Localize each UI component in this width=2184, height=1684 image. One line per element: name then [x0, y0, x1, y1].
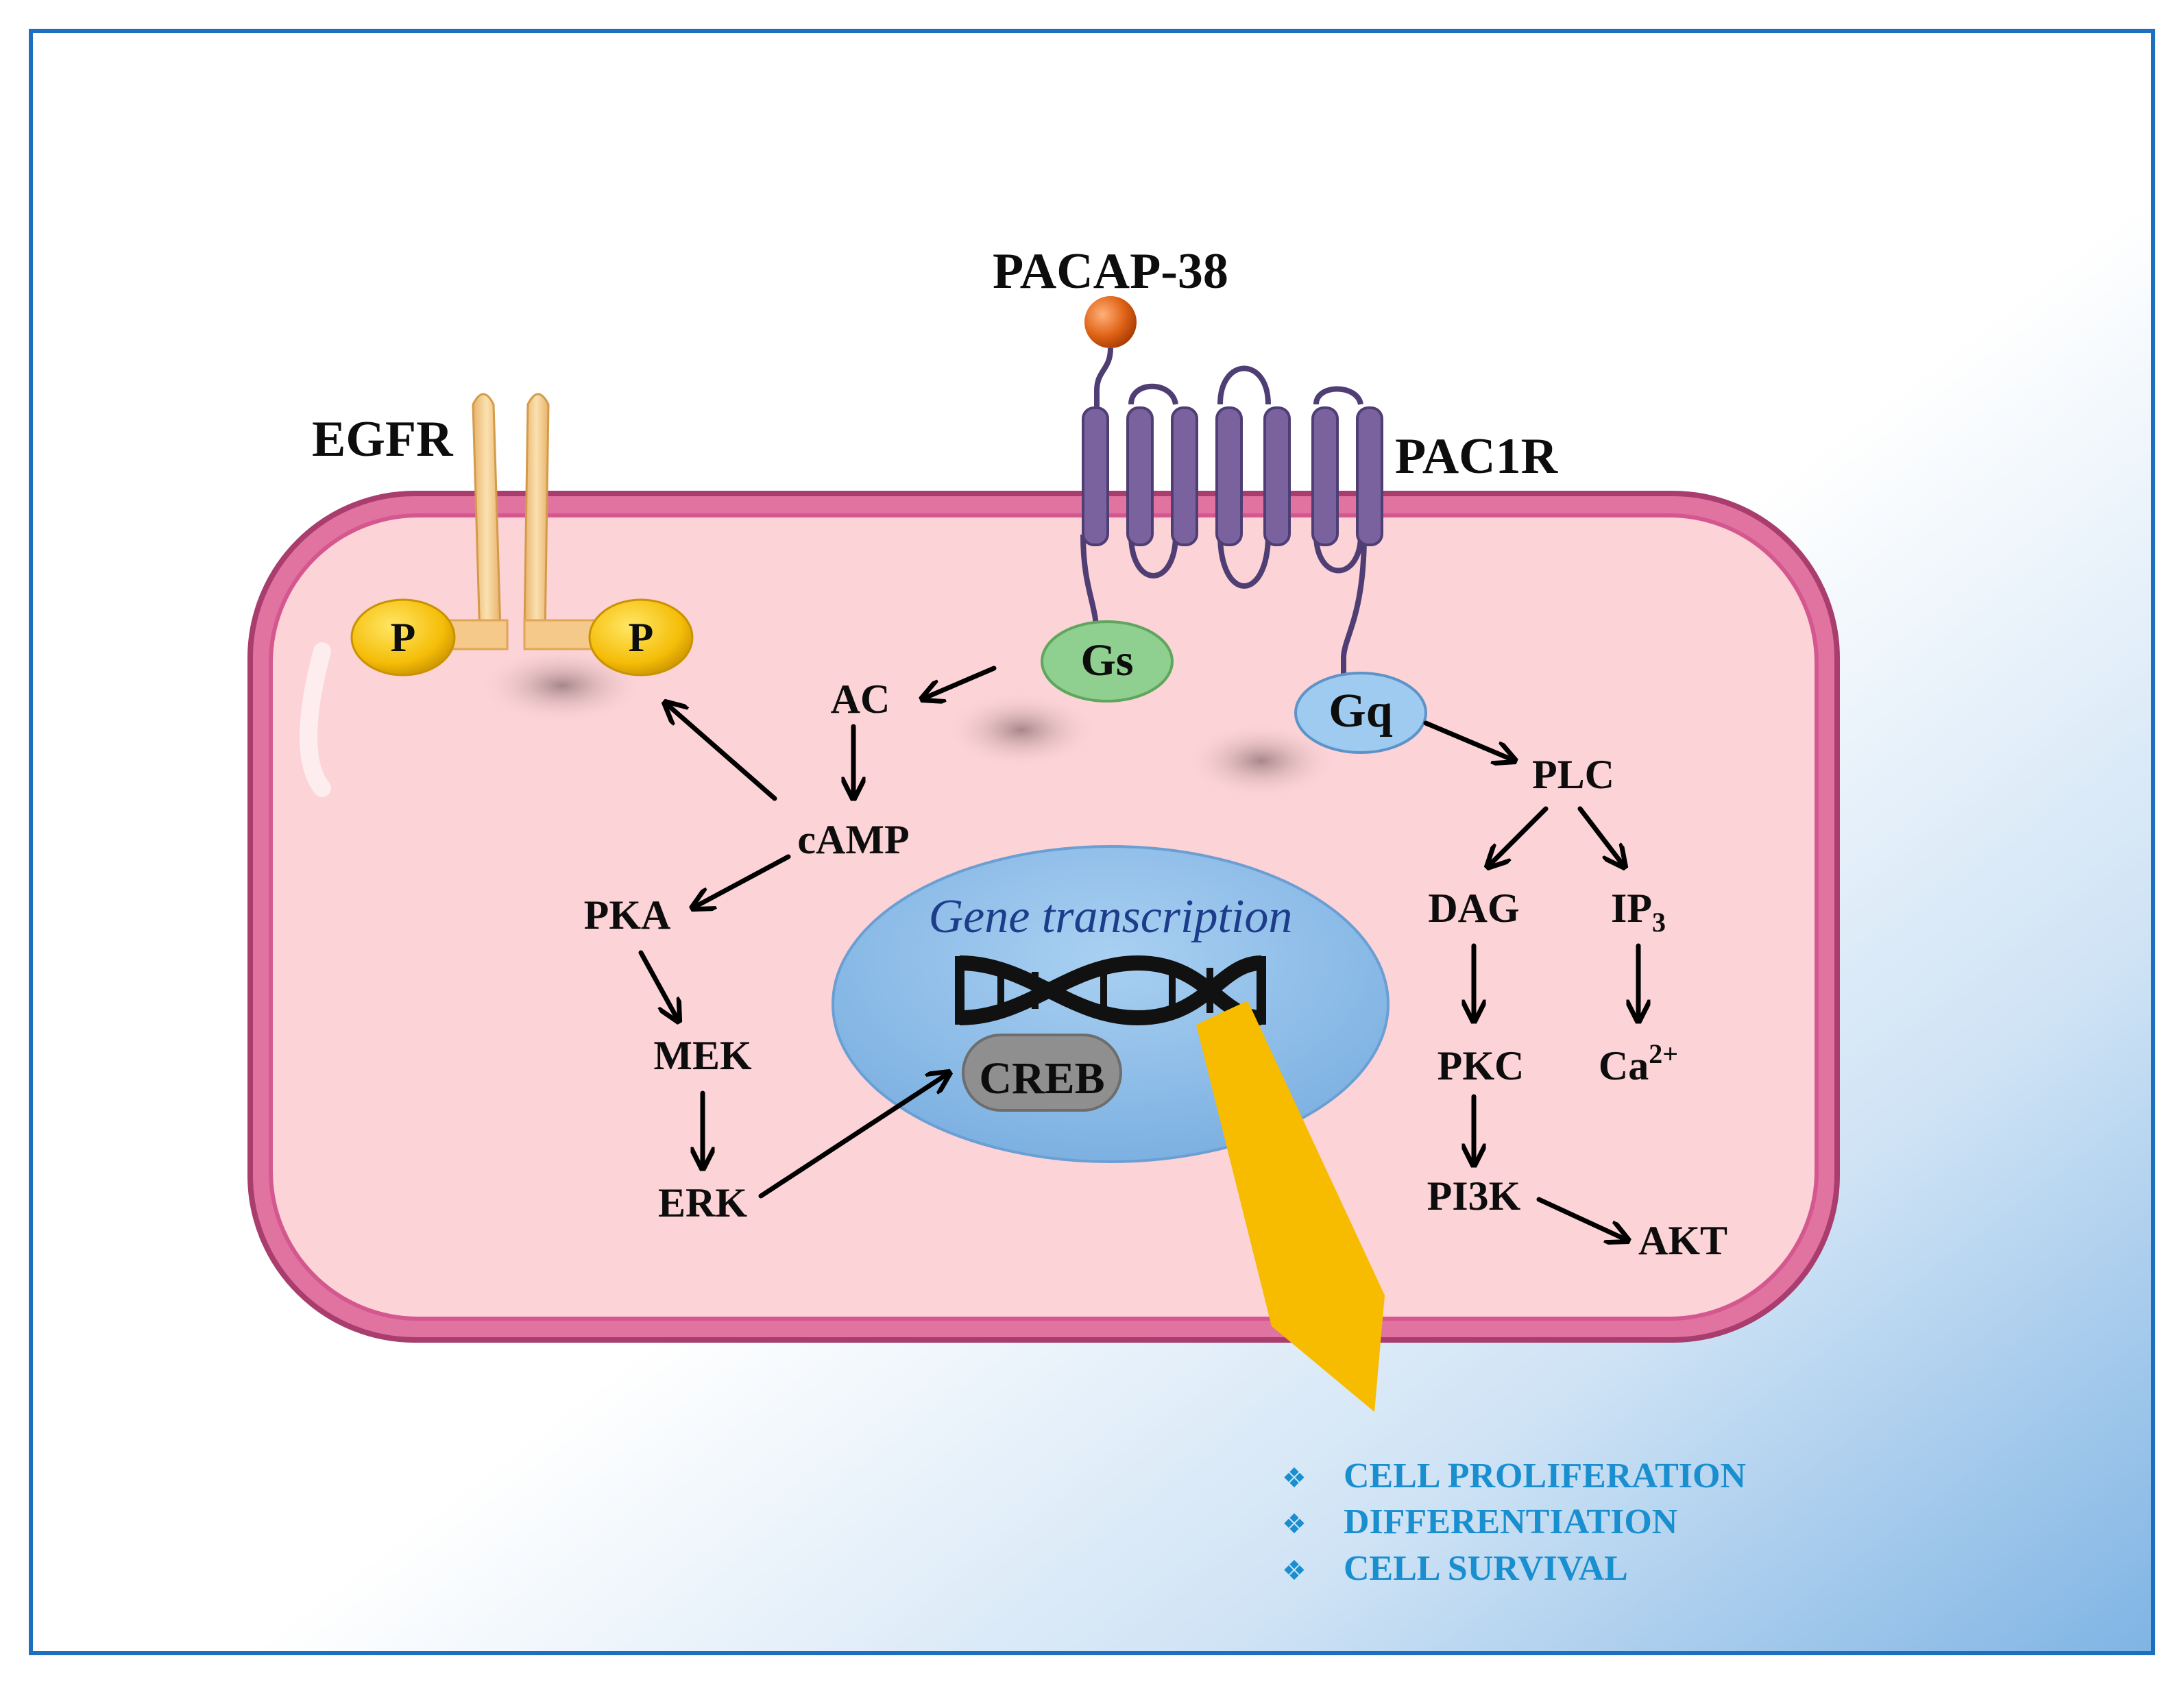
ac-label: AC [831, 676, 890, 722]
phospho-right-icon [588, 598, 694, 676]
plc-label: PLC [1532, 752, 1614, 797]
outcome-item-1: CELL PROLIFERATION [1344, 1456, 1746, 1496]
outcome-bullet-1: ❖ [1282, 1463, 1307, 1494]
arrow-gs-to-ac [922, 666, 997, 699]
dag-label: DAG [1428, 886, 1519, 931]
creb-label: CREB [979, 1053, 1104, 1103]
pacap-label: PACAP-38 [993, 243, 1228, 300]
pacap-ligand-icon [1084, 296, 1137, 348]
arrow-gq-to-plc [1423, 720, 1515, 761]
pathway-arrows [638, 666, 1638, 1241]
akt-label: AKT [1638, 1218, 1727, 1263]
ip3-label: IP3 [1611, 886, 1666, 938]
pi3k-label: PI3K [1427, 1173, 1521, 1219]
arrow-pka-to-mek [638, 950, 679, 1021]
arrow-camp-to-pka [692, 854, 791, 908]
pac1r-label: PAC1R [1395, 428, 1559, 485]
dna-helix-icon [955, 955, 1266, 1026]
outcome-item-3: CELL SURVIVAL [1344, 1549, 1628, 1588]
arrow-pi3k-to-akt [1536, 1197, 1628, 1241]
erk-label: ERK [658, 1180, 747, 1225]
frame-border [29, 29, 2155, 1655]
phospho-left-icon [350, 598, 456, 676]
outcome-bullet-3: ❖ [1282, 1555, 1307, 1587]
ca-main: Ca [1599, 1043, 1649, 1088]
phospho-left-label: P [391, 615, 416, 660]
arrow-erk-to-creb [758, 1073, 949, 1199]
shadow-gq [1186, 723, 1337, 798]
mek-label: MEK [653, 1033, 752, 1078]
outcome-bullet-2: ❖ [1282, 1509, 1307, 1540]
creb-box [962, 1034, 1122, 1112]
pkc-label: PKC [1437, 1043, 1525, 1088]
egfr-label: EGFR [312, 411, 454, 467]
pac1r-receptor [1080, 347, 1383, 675]
shadow-gs [946, 692, 1097, 768]
egfr-receptor [430, 393, 608, 650]
ip3-subscript: 3 [1652, 907, 1666, 938]
gq-protein-icon [1294, 672, 1427, 754]
outcomes-list: ❖ CELL PROLIFERATION ❖ DIFFERENTIATION ❖… [1282, 1456, 1746, 1588]
phospho-right-label: P [629, 615, 654, 660]
pka-label: PKA [584, 892, 671, 938]
arrow-plc-to-ip3 [1577, 806, 1625, 867]
arrow-plc-to-dag [1488, 806, 1549, 867]
gq-label: Gq [1328, 685, 1392, 737]
shadow-egfr [480, 648, 644, 723]
gs-label: Gs [1080, 635, 1133, 685]
output-arrow-icon [1196, 1001, 1385, 1412]
ip3-main: IP [1611, 886, 1652, 931]
gs-protein-icon [1041, 620, 1174, 703]
outcome-item-2: DIFFERENTIATION [1344, 1502, 1677, 1541]
camp-label: cAMP [797, 817, 909, 862]
membrane-highlight [300, 642, 331, 797]
ca-superscript: 2+ [1649, 1038, 1678, 1069]
ca-label: Ca2+ [1599, 1038, 1678, 1088]
arrow-camp-to-egfr [665, 703, 777, 801]
gene-transcription-label: Gene transcription [929, 890, 1293, 943]
